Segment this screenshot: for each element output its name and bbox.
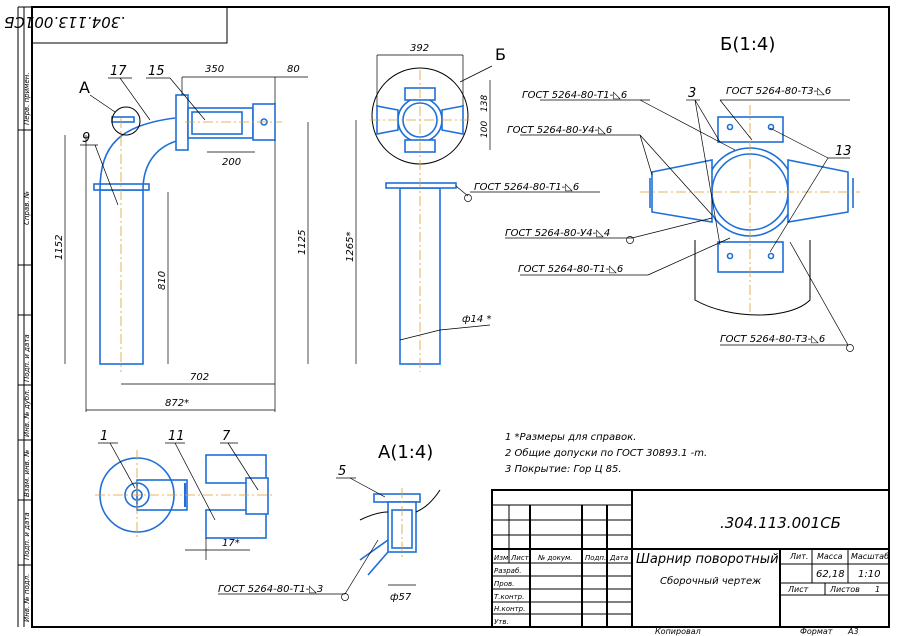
title-block: .304.113.001СБ Шарнир поворотный Сборочн…	[491, 489, 890, 636]
pos-3: 3	[688, 86, 696, 101]
side-weld-callout: ГОСТ 5264-80-Т1-◺6	[455, 182, 600, 202]
view-a-label: А	[79, 78, 90, 97]
main-view	[93, 94, 282, 372]
hdr-lit: Лит.	[789, 552, 808, 561]
note-2: 2 Общие допуски по ГОСТ 30893.1 -m.	[505, 447, 707, 459]
hdr-scale: Масштаб	[851, 552, 889, 561]
role-5: Утв.	[494, 618, 509, 626]
side-view: 392 Б 138 100 1265* ф14 *	[345, 43, 506, 372]
view-b: Б(1:4)	[640, 34, 860, 316]
title-subtitle: Сборочный чертеж	[660, 575, 761, 587]
rotated-doc-code: .304.113.001СБ	[4, 13, 125, 31]
title-name: Шарнир поворотный	[636, 552, 779, 567]
pos-13: 13	[835, 144, 852, 159]
role-1: Разраб.	[494, 567, 522, 575]
dim-1152: 1152	[54, 235, 65, 260]
format-label: Формат	[800, 627, 833, 636]
weld-w5: ГОСТ 5264-80-Т1-◺6	[518, 264, 623, 275]
strip-label-3: Подп. и дата	[23, 334, 31, 382]
col-sign: Подп.	[585, 554, 606, 562]
top-view-callouts: 1 11 7 17*	[98, 429, 259, 560]
view-a: А(1:4) 5 ф57 ГОСТ 5264-80-Т1-◺3	[218, 442, 441, 603]
dim-17: 17*	[222, 538, 240, 549]
dim-702: 702	[190, 372, 209, 383]
col-date: Дата	[609, 554, 628, 562]
top-view	[95, 450, 275, 540]
sheet-frame	[31, 6, 890, 628]
dim-138: 138	[480, 95, 490, 112]
pos-11: 11	[168, 429, 185, 444]
pos-9: 9	[82, 131, 90, 146]
hdr-mass: Масса	[817, 552, 843, 561]
dim-1265: 1265*	[345, 232, 356, 262]
weld-w7: ГОСТ 5264-80-Т1-◺6	[474, 182, 579, 193]
note-1: 1 *Размеры для справок.	[505, 432, 636, 443]
mass-value: 62,18	[816, 569, 845, 580]
role-3: Т.контр.	[494, 593, 524, 601]
dim-14: ф14 *	[462, 314, 491, 325]
strip-label-5: Взам. инв. №	[23, 449, 31, 497]
dim-57: ф57	[390, 592, 412, 603]
dim-872: 872*	[165, 398, 189, 409]
weld-w1: ГОСТ 5264-80-Т1-◺6	[522, 90, 627, 101]
col-doc: № докум.	[537, 554, 573, 562]
top-code-box: .304.113.001СБ	[4, 6, 228, 44]
title-doc-code: .304.113.001СБ	[720, 514, 841, 532]
scale-value: 1:10	[858, 569, 880, 580]
role-2: Пров.	[494, 580, 514, 588]
dim-392: 392	[410, 43, 429, 54]
main-positions: А 17 15 9	[79, 64, 206, 206]
sheet-label: Лист	[787, 585, 809, 594]
pos-5: 5	[338, 464, 346, 479]
notes: 1 *Размеры для справок. 2 Общие допуски …	[505, 432, 707, 475]
pos-7: 7	[222, 429, 231, 444]
pos-15: 15	[148, 64, 165, 79]
weld-w2: ГОСТ 5264-80-Т3-◺6	[726, 86, 831, 97]
format-value: А3	[847, 627, 859, 636]
pos-17: 17	[110, 64, 127, 79]
sheets-label: Листов	[829, 585, 860, 594]
strip-label-7: Инв. № подл.	[23, 574, 31, 622]
strip-label-1: Перв. примен.	[23, 72, 31, 125]
view-b-label: Б	[495, 45, 506, 64]
strip-label-4: Инв. № дубл.	[23, 389, 31, 437]
col-izm: Изм.	[494, 554, 510, 562]
weld-w8: ГОСТ 5264-80-Т1-◺3	[218, 584, 323, 595]
dim-80: 80	[287, 64, 300, 75]
strip-label-6: Подп. и дата	[23, 512, 31, 560]
left-strip: Перв. примен. Справ. № Подп. и дата Инв.…	[17, 6, 32, 627]
view-b-callouts: ГОСТ 5264-80-Т1-◺6 3 ГОСТ 5264-80-Т3-◺6 …	[505, 86, 854, 352]
dim-200: 200	[222, 157, 241, 168]
view-a-title: А(1:4)	[378, 442, 433, 463]
view-b-title: Б(1:4)	[720, 34, 775, 55]
dim-810: 810	[157, 271, 168, 290]
dim-1125: 1125	[297, 230, 308, 255]
strip-label-2: Справ. №	[23, 191, 31, 225]
dim-100: 100	[480, 121, 490, 138]
role-4: Н.контр.	[494, 605, 525, 613]
pos-1: 1	[100, 429, 108, 444]
weld-w3: ГОСТ 5264-80-У4-◺6	[507, 125, 612, 136]
dim-350: 350	[205, 64, 224, 75]
copied-label: Копировал	[655, 627, 701, 636]
weld-w4: ГОСТ 5264-80-У4-◺4	[505, 228, 610, 239]
weld-w6: ГОСТ 5264-80-Т3-◺6	[720, 334, 825, 345]
main-dims: 350 80 200 1152 810 1125 702 872*	[54, 64, 309, 412]
sheets-count: 1	[875, 585, 880, 594]
col-list: Лист	[510, 554, 530, 562]
note-3: 3 Покрытие: Гор Ц 85.	[505, 464, 622, 475]
